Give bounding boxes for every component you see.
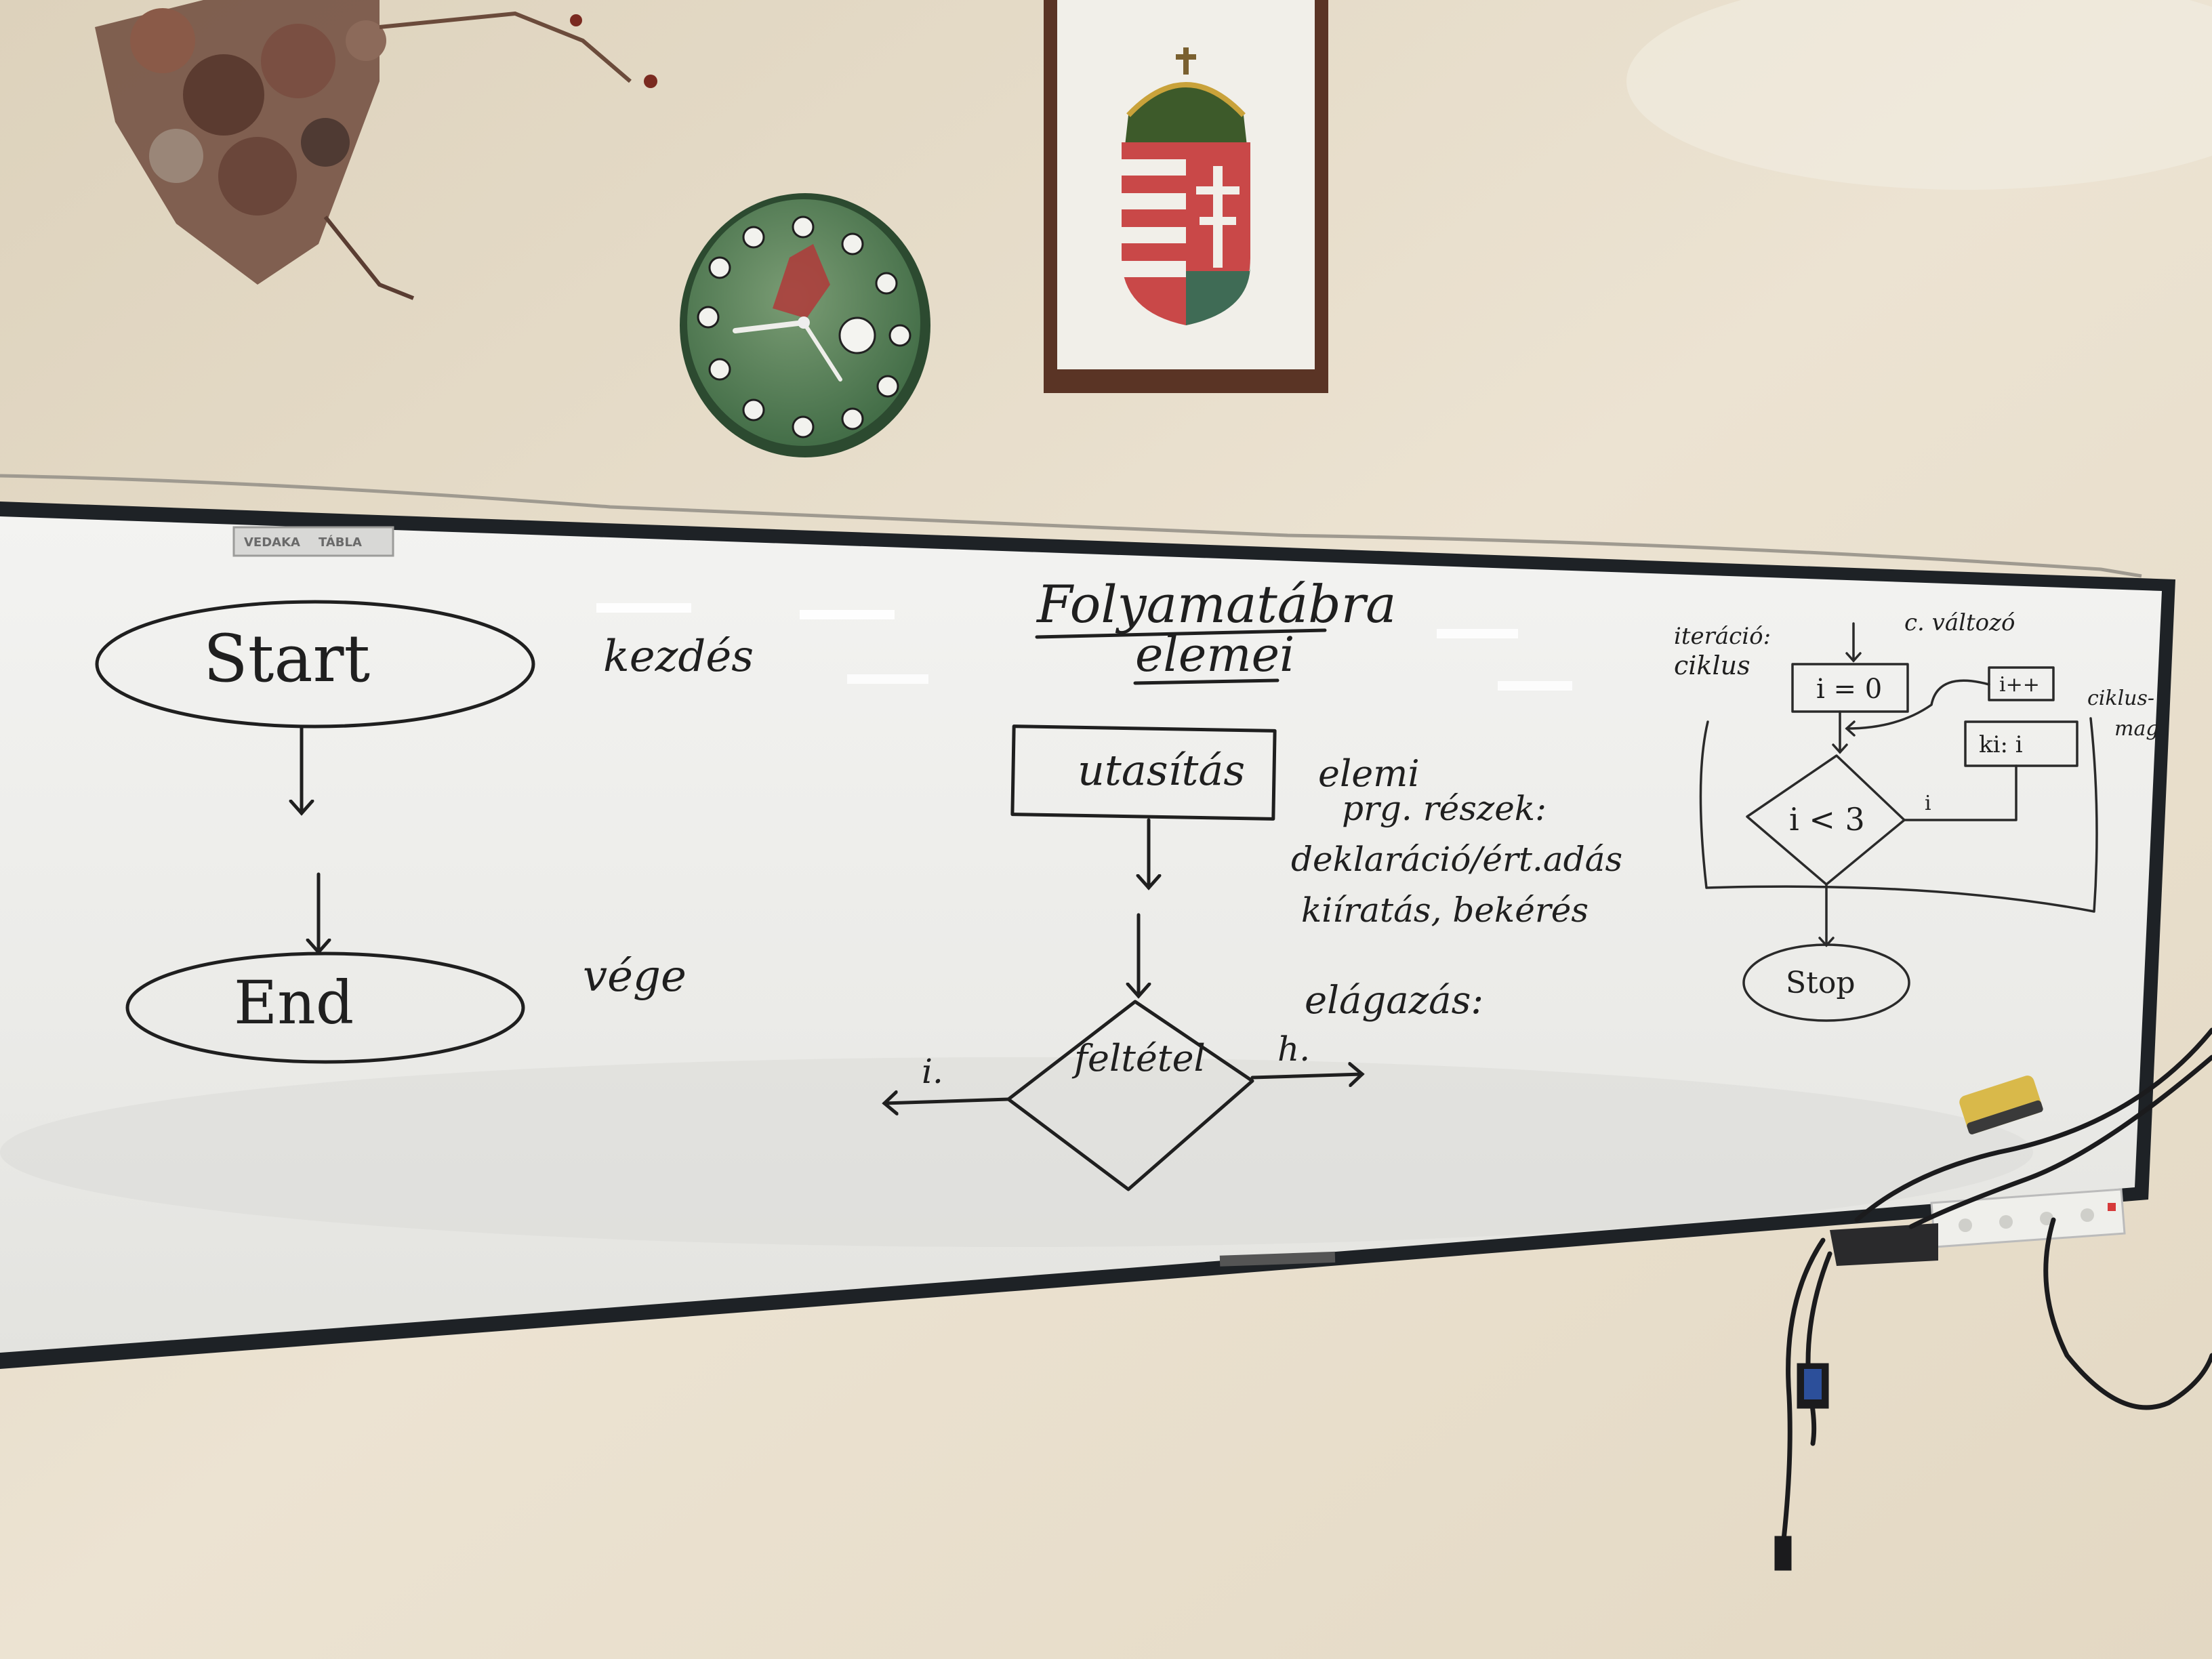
cables [1774,1027,2212,1571]
arrow-no-right [1250,1074,1362,1078]
statement-box [1010,724,1277,821]
end-label: End [234,968,354,1038]
decision-symbol: feltétel i. h. elágazás: [884,913,1483,1191]
wall-clock [680,193,930,457]
statement-note-1: elemi [1318,752,1420,795]
title-line-2: elemei [1135,627,1294,682]
title-line-1: Folyamatábra [1036,574,1396,634]
statement-symbol: utasítás elemi prg. részek: deklaráció/é… [1010,724,1622,930]
dried-flowers [95,0,657,300]
coat-of-arms [1122,47,1250,325]
stop-oval [1742,943,1910,1022]
whiteboard: VEDAKA TÁBLA [0,501,2175,1369]
loop-note-left-1: iteráció: [1674,623,1771,650]
arrow-yes-left [884,1099,1010,1103]
loop-bracket [1699,717,2098,913]
init-label: i = 0 [1816,674,1882,705]
marker-tray [1219,1251,1336,1267]
board-title: Folyamatábra elemei [1035,574,1396,685]
svg-text:VEDAKA: VEDAKA [244,535,300,550]
condition-label: i < 3 [1789,801,1865,838]
stop-label: Stop [1786,966,1855,1000]
board-eraser [1959,1076,2043,1134]
init-box [1791,663,1909,713]
loop-back-line [1903,764,2018,821]
branch-no-label: h. [1277,1029,1310,1069]
branch-yes-label: i. [922,1052,943,1091]
light-patch [1626,0,2212,190]
statement-note-4: kiíratás, bekérés [1301,890,1589,930]
start-label: Start [203,621,370,697]
statement-label: utasítás [1078,745,1245,795]
end-note: vége [583,951,687,1002]
body-box-2-label: ki: i [1979,731,2023,758]
loop-note-right-1: ciklus- [2087,687,2154,710]
cable-top [0,474,2142,578]
start-note: kezdés [603,632,754,682]
statement-note-3: deklaráció/ért.adás [1291,840,1622,879]
statement-note-2: prg. részek: [1342,789,1547,828]
loop-note-left-2: ciklus [1674,651,1750,680]
end-oval [125,951,525,1064]
loop-note-top: c. változó [1904,609,2015,636]
decision-label: feltétel [1071,1037,1206,1080]
terminal-symbols: Start kezdés End vége [95,600,754,1064]
svg-text:TÁBLA: TÁBLA [319,535,362,550]
decision-diamond [1006,1000,1254,1191]
loop-note-right-2: mag [2114,717,2159,741]
framed-coat-of-arms [1044,0,1328,393]
body-box-2 [1964,720,2078,767]
condition-side-label: i [1925,792,1931,815]
start-oval [95,600,535,729]
power-strip [1830,1188,2126,1266]
board-brand-label: VEDAKA TÁBLA [232,526,394,557]
body-box-1-label: i++ [1999,673,2040,697]
loop-return-line [1845,679,1990,737]
loop-flowchart: iteráció: ciklus c. változó ciklus- mag … [1674,609,2159,1022]
decision-note: elágazás: [1305,979,1483,1023]
